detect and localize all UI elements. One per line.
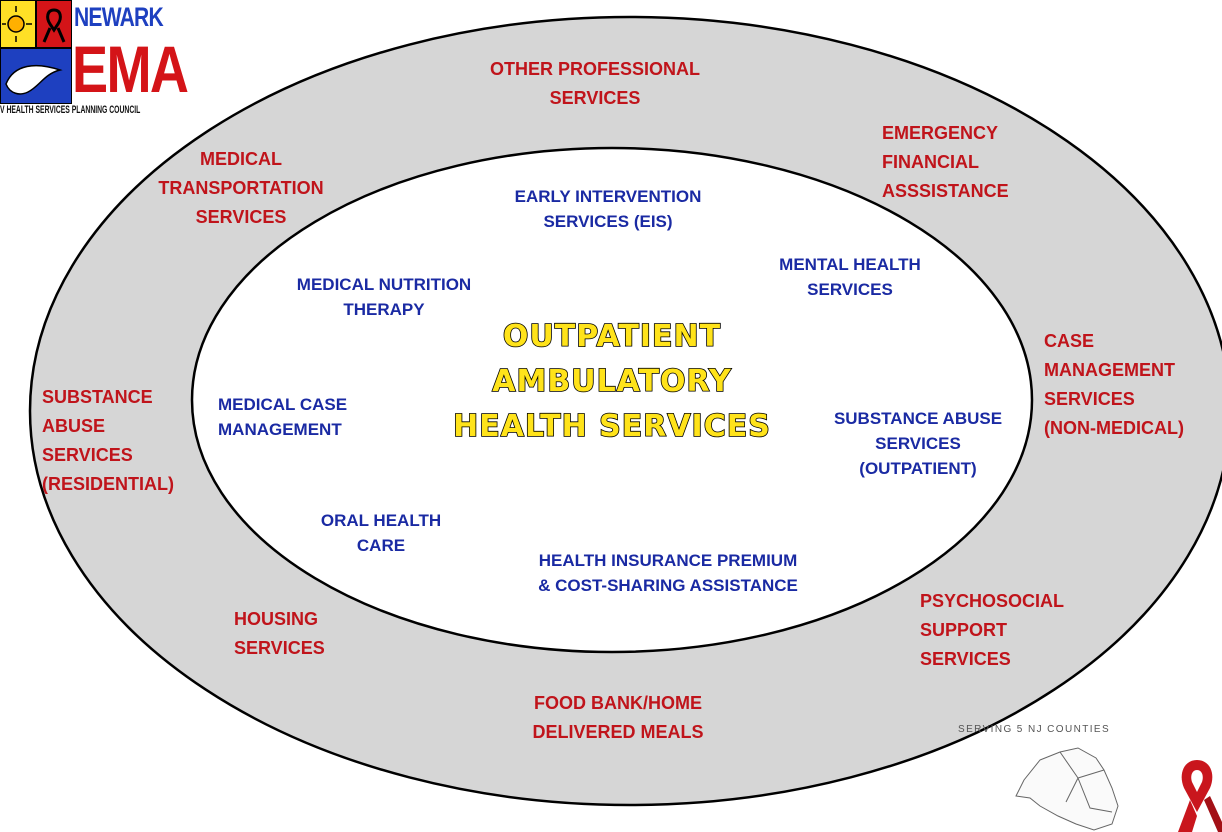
newark-ema-logo: NEWARK EMA V HEALTH SERVICES PLANNING CO… bbox=[0, 0, 189, 118]
inner-ellipse bbox=[190, 146, 1034, 654]
label-line: MENTAL HEALTH bbox=[779, 255, 921, 274]
label-line: DELIVERED MEALS bbox=[532, 722, 704, 742]
label-line: SERVICES bbox=[234, 638, 325, 658]
label-line: EARLY INTERVENTION bbox=[514, 187, 702, 206]
emergency-financial-assistance-label: EMERGENCY FINANCIAL ASSSISTANCE bbox=[882, 124, 1082, 211]
center-line: HEALTH SERVICES bbox=[452, 409, 771, 444]
logo-name: NEWARK bbox=[74, 2, 164, 32]
serving-counties-caption: SERVING 5 NJ COUNTIES bbox=[958, 724, 1111, 735]
label-line: ORAL HEALTH bbox=[320, 511, 442, 530]
label-line: EMERGENCY bbox=[882, 123, 999, 143]
housing-services-label: HOUSING SERVICES bbox=[234, 610, 374, 668]
label-line: SERVICES bbox=[42, 445, 133, 465]
label-line: SUBSTANCE ABUSE bbox=[833, 409, 1003, 428]
medical-transportation-services-label: MEDICAL TRANSPORTATION SERVICES bbox=[134, 150, 348, 237]
medical-nutrition-therapy-label: MEDICAL NUTRITION THERAPY bbox=[256, 276, 512, 326]
food-bank-home-delivered-meals-label: FOOD BANK/HOME DELIVERED MEALS bbox=[500, 694, 736, 752]
label-line: HEALTH INSURANCE PREMIUM bbox=[538, 551, 798, 570]
psychosocial-support-services-label: PSYCHOSOCIAL SUPPORT SERVICES bbox=[920, 592, 1110, 679]
label-line: SERVICES bbox=[920, 649, 1011, 669]
label-line: THERAPY bbox=[343, 300, 425, 319]
label-line: SERVICES bbox=[195, 207, 287, 227]
label-line: CARE bbox=[356, 536, 406, 555]
label-line: SERVICES bbox=[807, 280, 893, 299]
label-line: MANAGEMENT bbox=[1044, 360, 1175, 380]
substance-abuse-outpatient-label: SUBSTANCE ABUSE SERVICES (OUTPATIENT) bbox=[796, 410, 1040, 485]
label-line: SERVICES (EIS) bbox=[543, 212, 673, 231]
center-line: OUTPATIENT bbox=[502, 319, 722, 354]
label-line: MEDICAL CASE bbox=[218, 395, 348, 414]
label-line: MEDICAL bbox=[200, 149, 282, 169]
label-line: SERVICES bbox=[549, 88, 641, 108]
label-line: SUPPORT bbox=[920, 620, 1008, 640]
medical-case-management-label: MEDICAL CASE MANAGEMENT bbox=[218, 396, 418, 446]
label-line: (OUTPATIENT) bbox=[859, 459, 977, 478]
label-line: (RESIDENTIAL) bbox=[42, 474, 174, 494]
label-line: SUBSTANCE bbox=[42, 387, 153, 407]
case-management-nonmedical-label: CASE MANAGEMENT SERVICES (NON-MEDICAL) bbox=[1044, 332, 1222, 448]
label-line: HOUSING bbox=[234, 609, 319, 629]
label-line: SERVICES bbox=[1044, 389, 1135, 409]
logo-acronym: EMA bbox=[72, 32, 189, 106]
logo-council-text: V HEALTH SERVICES PLANNING COUNCIL bbox=[0, 104, 141, 116]
label-line: SERVICES bbox=[875, 434, 961, 453]
label-line: MANAGEMENT bbox=[218, 420, 342, 439]
health-insurance-premium-label: HEALTH INSURANCE PREMIUM & COST-SHARING … bbox=[478, 552, 858, 602]
label-line: FINANCIAL bbox=[882, 152, 979, 172]
substance-abuse-residential-label: SUBSTANCE ABUSE SERVICES (RESIDENTIAL) bbox=[42, 388, 212, 504]
center-outpatient-ambulatory: OUTPATIENT AMBULATORY HEALTH SERVICES bbox=[432, 319, 792, 457]
label-line: (NON-MEDICAL) bbox=[1044, 418, 1184, 438]
label-line: ABUSE bbox=[42, 416, 106, 436]
other-professional-services-label: OTHER PROFESSIONAL SERVICES bbox=[450, 60, 740, 118]
label-line: & COST-SHARING ASSISTANCE bbox=[538, 576, 798, 595]
label-line: ASSSISTANCE bbox=[882, 181, 1009, 201]
logo-icon-grid bbox=[0, 0, 72, 104]
center-line: AMBULATORY bbox=[491, 364, 732, 399]
label-line: OTHER PROFESSIONAL bbox=[489, 59, 700, 79]
label-line: FOOD BANK/HOME bbox=[534, 693, 702, 713]
label-line: MEDICAL NUTRITION bbox=[296, 275, 472, 294]
early-intervention-services-label: EARLY INTERVENTION SERVICES (EIS) bbox=[468, 188, 748, 238]
red-ribbon-icon bbox=[1178, 760, 1222, 832]
mental-health-services-label: MENTAL HEALTH SERVICES bbox=[740, 256, 960, 306]
oral-health-care-label: ORAL HEALTH CARE bbox=[286, 512, 476, 562]
label-line: PSYCHOSOCIAL bbox=[920, 591, 1065, 611]
label-line: CASE bbox=[1044, 331, 1095, 351]
nj-counties-map-icon bbox=[1015, 747, 1119, 831]
label-line: TRANSPORTATION bbox=[158, 178, 324, 198]
